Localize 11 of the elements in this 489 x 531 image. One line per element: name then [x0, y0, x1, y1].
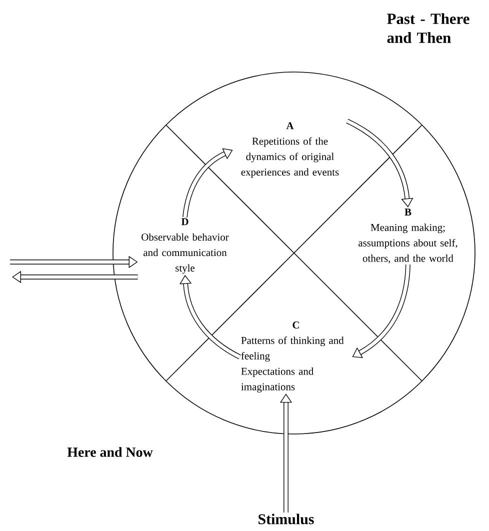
circle-drawing: [112, 72, 476, 434]
stimulus-label: Stimulus: [258, 514, 314, 524]
arrow: [346, 118, 414, 208]
quadrant-text: D Observable behavior and communication style: [142, 218, 229, 274]
quadrant-text: B Meaning making; assumptions about self, others, and the world: [358, 208, 458, 264]
heading: Here and Now: [67, 447, 153, 457]
arrow: [182, 148, 233, 218]
quadrant-text: C Patterns of thinking and feeling Expectations and imaginations: [241, 322, 344, 392]
arrow: [352, 264, 410, 358]
heading: Past - There and Then: [387, 13, 470, 43]
quadrant-text: A Repetitions of the dynamics of original experiences and events: [241, 122, 339, 178]
